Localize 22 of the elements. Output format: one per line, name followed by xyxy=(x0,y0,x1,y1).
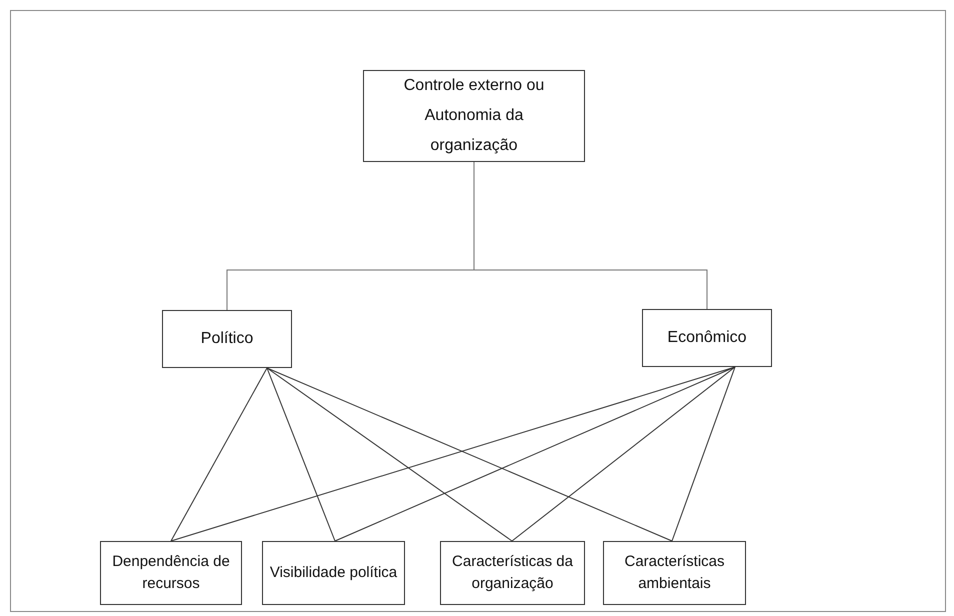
node-text: Características da organização xyxy=(451,552,574,594)
connector-line xyxy=(170,368,268,542)
text-box xyxy=(100,541,242,605)
text-box xyxy=(262,541,405,605)
text-box xyxy=(440,541,585,605)
connector-line xyxy=(170,366,736,542)
text-box xyxy=(603,541,746,605)
text-box xyxy=(642,309,772,367)
connector-line xyxy=(672,366,736,542)
connector-line xyxy=(334,366,736,542)
node-text: Denpendência de recursos xyxy=(111,552,231,594)
text-box xyxy=(363,70,585,162)
node-text: Político xyxy=(200,329,254,349)
node-text: Características ambientais xyxy=(623,552,726,594)
node-text: Controle externo ou Autonomia da organização xyxy=(402,76,546,156)
connector-line xyxy=(266,368,512,542)
connector-line xyxy=(266,368,336,542)
node-text: Econômico xyxy=(667,328,747,348)
connector-line xyxy=(512,366,736,542)
node-text: Visibilidade política xyxy=(270,563,398,583)
text-box xyxy=(162,310,292,368)
connector-line xyxy=(266,368,672,542)
